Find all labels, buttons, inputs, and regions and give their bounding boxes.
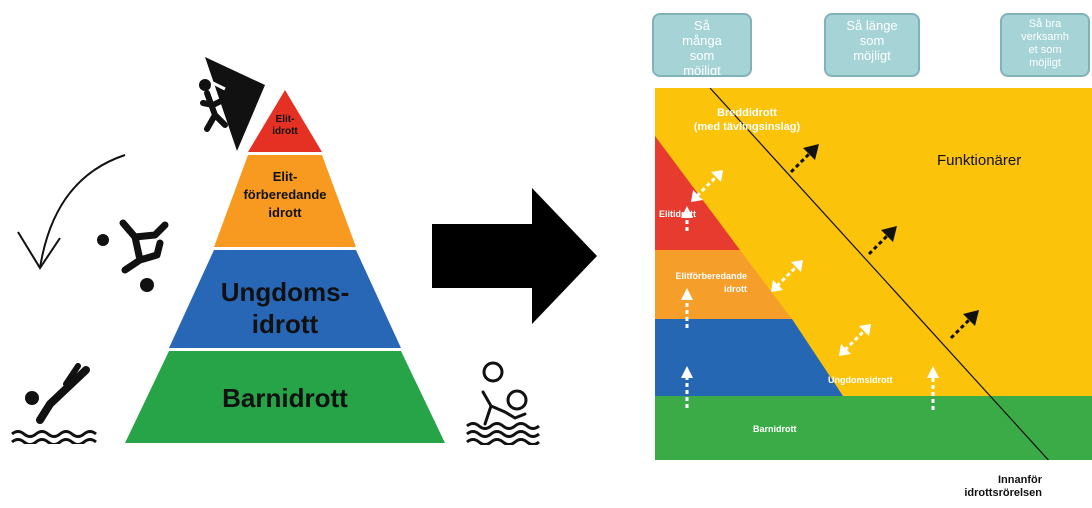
top-box-2: Så länge som möjligt (824, 13, 920, 77)
top-box-3: Så bra verksamh et som möjligt (1000, 13, 1090, 77)
curved-arrow-icon (17, 154, 126, 270)
black-arrowheads (803, 144, 979, 326)
diver-jump-icon (97, 219, 169, 292)
climber-icon (199, 57, 265, 151)
pyramid-level-barn (125, 351, 445, 443)
pyramid-label-barn: Barnidrott (222, 383, 348, 413)
elitforberedande-area (655, 250, 792, 319)
right-diagram-shapes (655, 88, 1092, 460)
innanfor-label: Innanför idrottsrörelsen (964, 474, 1042, 499)
white-arrows (685, 174, 935, 410)
black-arrows (789, 148, 975, 340)
pyramid-label-elitforberedande: Elit- förberedande idrott (243, 169, 327, 220)
funktionarer-label: Funktionärer (937, 152, 1022, 169)
elitidrott-label: Elitidrott (659, 209, 696, 219)
pyramid-level-elitforberedande (214, 155, 356, 247)
left-pyramid: Elit- idrott Elit- förberedande idrott U… (125, 90, 445, 445)
barnidrott-label: Barnidrott (753, 424, 797, 434)
pyramid-label-elit: Elit- idrott (272, 114, 298, 137)
pyramid-level-elit (248, 90, 322, 152)
white-arrowheads (681, 170, 939, 378)
pyramid-label-ungdom: Ungdoms- idrott (220, 277, 350, 339)
water-polo-icon (466, 361, 540, 445)
pyramid-level-ungdom (169, 250, 401, 348)
barnidrott-area (655, 396, 1092, 460)
pyramid-shape (125, 90, 445, 443)
top-box-1: Så många som möjligt (652, 13, 752, 77)
elitidrott-area (655, 136, 740, 250)
diver-icon (11, 363, 97, 444)
right-diagram: Breddidrott (med tävlingsinslag) Funktio… (655, 88, 1092, 460)
ungdomsidrott-label: Ungdomsidrott (828, 375, 893, 385)
ungdomsidrott-area (655, 319, 843, 396)
elitforberedande-label: Elitförberedande idrott (675, 271, 747, 294)
breddidrott-label: Breddidrott (med tävlingsinslag) (693, 107, 801, 133)
big-arrow-icon (432, 188, 597, 324)
boundary-line (709, 88, 1050, 460)
